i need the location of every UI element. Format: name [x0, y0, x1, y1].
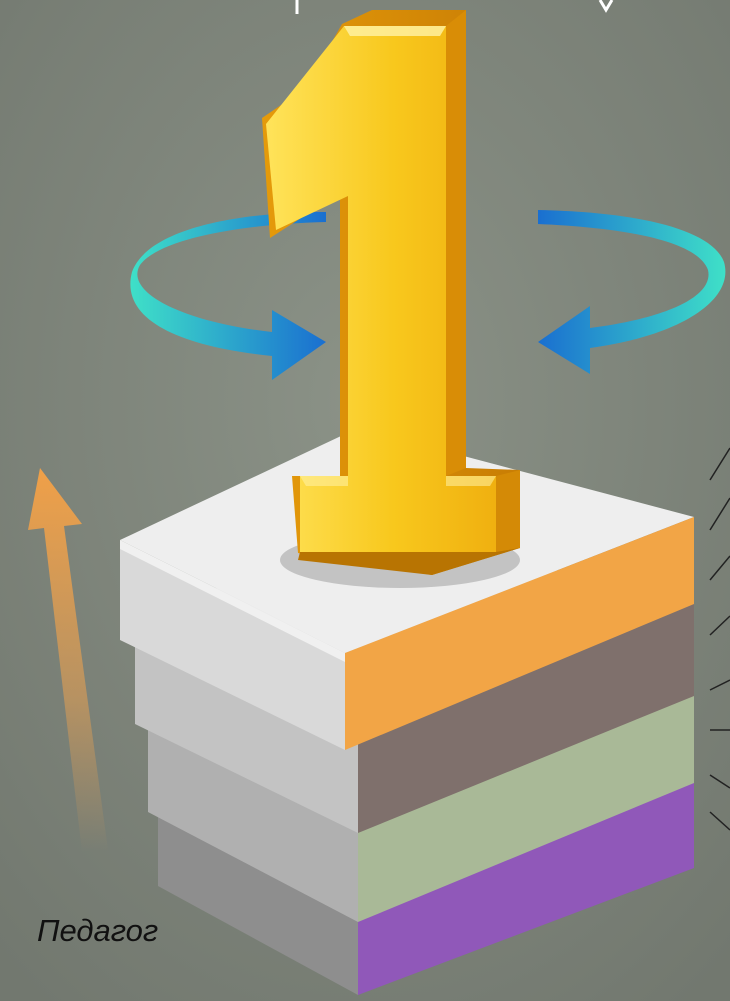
caption-teacher: Педагог — [37, 913, 158, 949]
